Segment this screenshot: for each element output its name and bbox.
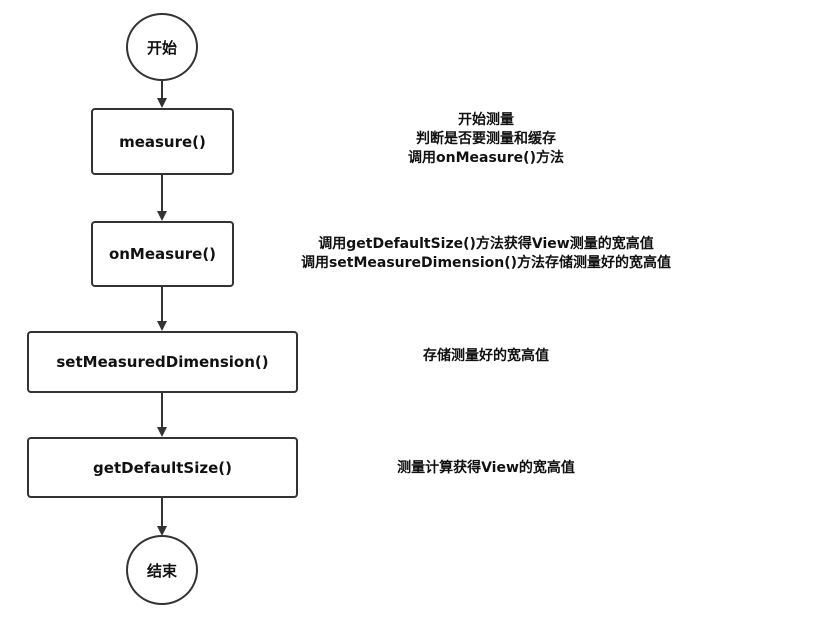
getdefaultsize-note-line: 测量计算获得View的宽高值 <box>397 460 575 476</box>
onmeasure-node: onMeasure() <box>91 221 234 287</box>
start-node-label: 开始 <box>146 38 177 57</box>
setmeasureddimension-note-line: 存储测量好的宽高值 <box>423 348 549 364</box>
measure-node: measure() <box>91 108 234 175</box>
setmeasureddimension-node: setMeasuredDimension() <box>27 331 298 393</box>
measure-note-line: 开始测量 <box>458 112 514 128</box>
measure-note: 开始测量 判断是否要测量和缓存 调用onMeasure()方法 <box>366 111 606 168</box>
measure-note-line: 判断是否要测量和缓存 <box>416 131 556 147</box>
getdefaultsize-node: getDefaultSize() <box>27 437 298 498</box>
setmeasureddimension-note: 存储测量好的宽高值 <box>386 347 586 366</box>
measure-node-label: measure() <box>119 132 206 151</box>
getdefaultsize-note: 测量计算获得View的宽高值 <box>366 459 606 478</box>
onmeasure-note-line: 调用setMeasureDimension()方法存储测量好的宽高值 <box>300 255 672 271</box>
onmeasure-note: 调用getDefaultSize()方法获得View测量的宽高值 调用setMe… <box>266 235 706 273</box>
onmeasure-note-line: 调用getDefaultSize()方法获得View测量的宽高值 <box>318 236 654 252</box>
start-node: 开始 <box>126 13 198 81</box>
getdefaultsize-node-label: getDefaultSize() <box>93 458 232 477</box>
end-node: 结束 <box>126 535 198 605</box>
setmeasureddimension-node-label: setMeasuredDimension() <box>56 353 269 371</box>
onmeasure-node-label: onMeasure() <box>108 245 217 263</box>
end-node-label: 结束 <box>146 561 177 580</box>
measure-note-line: 调用onMeasure()方法 <box>408 150 564 166</box>
